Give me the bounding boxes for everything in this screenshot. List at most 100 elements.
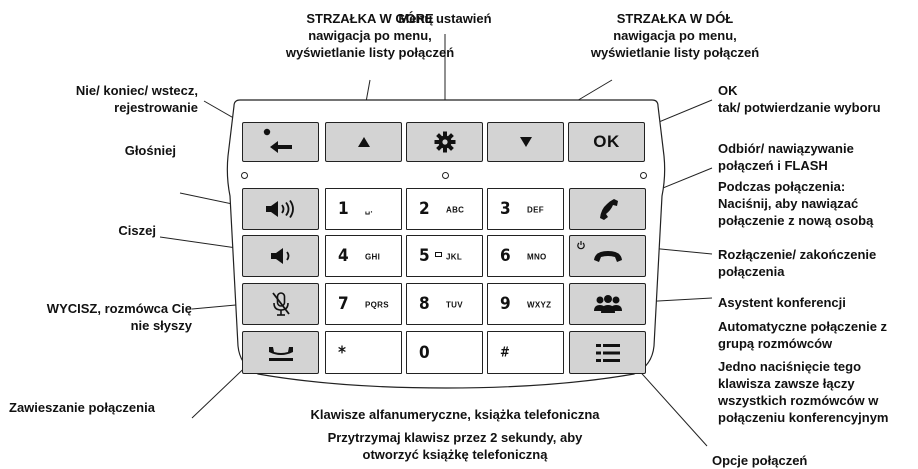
volume-down-key[interactable] bbox=[242, 235, 319, 277]
menu-key[interactable] bbox=[406, 122, 483, 162]
menu-label: Menu ustawień bbox=[398, 11, 492, 26]
phone-hangup-icon bbox=[593, 251, 622, 262]
down-arrow-title: STRZAŁKA W DÓŁ bbox=[616, 11, 734, 26]
auto-connect-line: grupą rozmówców bbox=[718, 336, 833, 351]
hold-key-label: Przytrzymaj klawisz przez 2 sekundy, aby… bbox=[255, 429, 655, 463]
digit-key-0[interactable]: 0 bbox=[406, 331, 483, 374]
back-label-line: rejestrowanie bbox=[114, 100, 198, 115]
hold-key-line: Przytrzymaj klawisz przez 2 sekundy, aby bbox=[327, 430, 583, 445]
digit-key-9[interactable]: 9 WXYZ bbox=[487, 283, 564, 325]
star-key[interactable]: * bbox=[325, 331, 402, 374]
ok-label-desc: tak/ potwierdzanie wyboru bbox=[718, 100, 881, 115]
during-call-line: Podczas połączenia: bbox=[718, 179, 846, 194]
microphone-muted-icon bbox=[271, 292, 290, 316]
indicator-dot-left bbox=[241, 172, 248, 179]
indicator-dot-right bbox=[640, 172, 647, 179]
back-arrow-icon bbox=[263, 128, 292, 153]
tactile-marker-icon bbox=[435, 252, 442, 257]
phone-answer-icon bbox=[599, 199, 618, 220]
ok-key-label: OK bbox=[593, 132, 620, 151]
back-label-line: Nie/ koniec/ wstecz, bbox=[75, 83, 198, 98]
digit-key-5[interactable]: 5 JKL bbox=[406, 235, 483, 277]
up-arrow-desc-line: wyświetlanie listy połączeń bbox=[285, 45, 455, 60]
up-arrow-label: STRZAŁKA W GÓRĘ nawigacja po menu, wyświ… bbox=[260, 10, 480, 61]
down-arrow-label: STRZAŁKA W DÓŁ nawigacja po menu, wyświe… bbox=[565, 10, 785, 61]
digit-key-letters: GHI bbox=[365, 252, 381, 262]
ok-label: OK tak/ potwierdzanie wyboru bbox=[718, 82, 881, 116]
mute-key[interactable] bbox=[242, 283, 319, 325]
digit-key-3[interactable]: 3 DEF bbox=[487, 188, 564, 230]
one-press-line: Jedno naciśnięcie tego bbox=[718, 359, 862, 374]
ok-label-title: OK bbox=[718, 83, 738, 98]
digit-key-letters: DEF bbox=[527, 205, 544, 215]
menu-list-icon bbox=[595, 343, 620, 362]
auto-connect-line: Automatyczne połączenie z bbox=[718, 319, 888, 334]
hangup-label-line: połączenia bbox=[718, 264, 785, 279]
digit-key-number: # bbox=[500, 345, 510, 360]
digit-key-number: 4 bbox=[338, 246, 349, 266]
one-press-label: Jedno naciśnięcie tego klawisza zawsze ł… bbox=[718, 358, 889, 426]
volume-up-key[interactable] bbox=[242, 188, 319, 230]
power-icon bbox=[577, 241, 585, 250]
digit-key-1[interactable]: 1 ␣. bbox=[325, 188, 402, 230]
during-call-label: Podczas połączenia: Naciśnij, aby nawiąz… bbox=[718, 178, 873, 229]
hold-key-line: otworzyć książkę telefoniczną bbox=[362, 447, 548, 462]
auto-connect-label: Automatyczne połączenie z grupą rozmówcó… bbox=[718, 318, 887, 352]
digit-key-number: 9 bbox=[500, 294, 511, 314]
down-arrow-desc-line: nawigacja po menu, bbox=[613, 28, 737, 43]
answer-label: Odbiór/ nawiązywanie połączeń i FLASH bbox=[718, 140, 854, 174]
hash-key[interactable]: # bbox=[487, 331, 564, 374]
digit-key-4[interactable]: 4 GHI bbox=[325, 235, 402, 277]
digit-key-2[interactable]: 2 ABC bbox=[406, 188, 483, 230]
hangup-key[interactable] bbox=[569, 235, 646, 277]
mute-label-line: WYCISZ, rozmówca Cię bbox=[46, 301, 192, 316]
digit-key-letters: ABC bbox=[446, 205, 465, 215]
up-arrow-icon bbox=[357, 137, 370, 147]
down-arrow-desc-line: wyświetlanie listy połączeń bbox=[590, 45, 760, 60]
call-options-key[interactable] bbox=[569, 331, 646, 374]
up-arrow-key[interactable] bbox=[325, 122, 402, 162]
digit-key-8[interactable]: 8 TUV bbox=[406, 283, 483, 325]
digit-key-number: 7 bbox=[338, 294, 349, 314]
one-press-line: klawisza zawsze łączy bbox=[718, 376, 855, 391]
digit-key-letters: JKL bbox=[446, 252, 463, 262]
ok-key[interactable]: OK bbox=[568, 122, 645, 162]
hangup-label: Rozłączenie/ zakończenie połączenia bbox=[718, 246, 876, 280]
hold-key[interactable] bbox=[242, 331, 319, 374]
digit-key-7[interactable]: 7 PQRS bbox=[325, 283, 402, 325]
down-arrow-icon bbox=[519, 137, 532, 147]
digit-key-number: 8 bbox=[419, 294, 430, 314]
up-arrow-title: STRZAŁKA W GÓRĘ bbox=[306, 11, 434, 26]
digit-key-number: 2 bbox=[419, 199, 430, 219]
indicator-dot-center bbox=[442, 172, 449, 179]
hold-label: Zawieszanie połączenia bbox=[9, 400, 155, 415]
louder-label: Głośniej bbox=[124, 143, 176, 158]
conference-key[interactable] bbox=[569, 283, 646, 325]
volume-up-icon bbox=[265, 199, 294, 219]
quieter-label: Ciszej bbox=[118, 223, 156, 238]
digit-key-6[interactable]: 6 MNO bbox=[487, 235, 564, 277]
one-press-line: wszystkich rozmówców w bbox=[718, 393, 879, 408]
up-arrow-desc-line: nawigacja po menu, bbox=[308, 28, 432, 43]
volume-down-icon bbox=[270, 248, 289, 264]
one-press-line: połączeniu konferencyjnym bbox=[718, 410, 889, 425]
answer-label-line: Odbiór/ nawiązywanie bbox=[718, 141, 854, 156]
digit-key-letters: WXYZ bbox=[527, 300, 552, 310]
digit-key-number: 6 bbox=[500, 246, 511, 266]
answer-label-line: połączeń i FLASH bbox=[718, 158, 828, 173]
handset-hold-icon bbox=[268, 346, 293, 361]
answer-key[interactable] bbox=[569, 188, 646, 230]
digit-key-letters: TUV bbox=[446, 300, 463, 310]
alnum-label: Klawisze alfanumeryczne, książka telefon… bbox=[310, 407, 600, 422]
during-call-line: połączenie z nową osobą bbox=[718, 213, 874, 228]
during-call-line: Naciśnij, aby nawiązać bbox=[718, 196, 859, 211]
hangup-label-line: Rozłączenie/ zakończenie bbox=[718, 247, 877, 262]
digit-key-letters: ␣. bbox=[365, 205, 373, 215]
digit-key-number: 5 bbox=[419, 246, 430, 266]
digit-key-number: 0 bbox=[419, 342, 430, 363]
down-arrow-key[interactable] bbox=[487, 122, 564, 162]
back-key[interactable] bbox=[242, 122, 319, 162]
conference-label: Asystent konferencji bbox=[718, 295, 846, 310]
call-options-label: Opcje połączeń bbox=[712, 453, 808, 468]
digit-key-number: * bbox=[338, 342, 346, 363]
